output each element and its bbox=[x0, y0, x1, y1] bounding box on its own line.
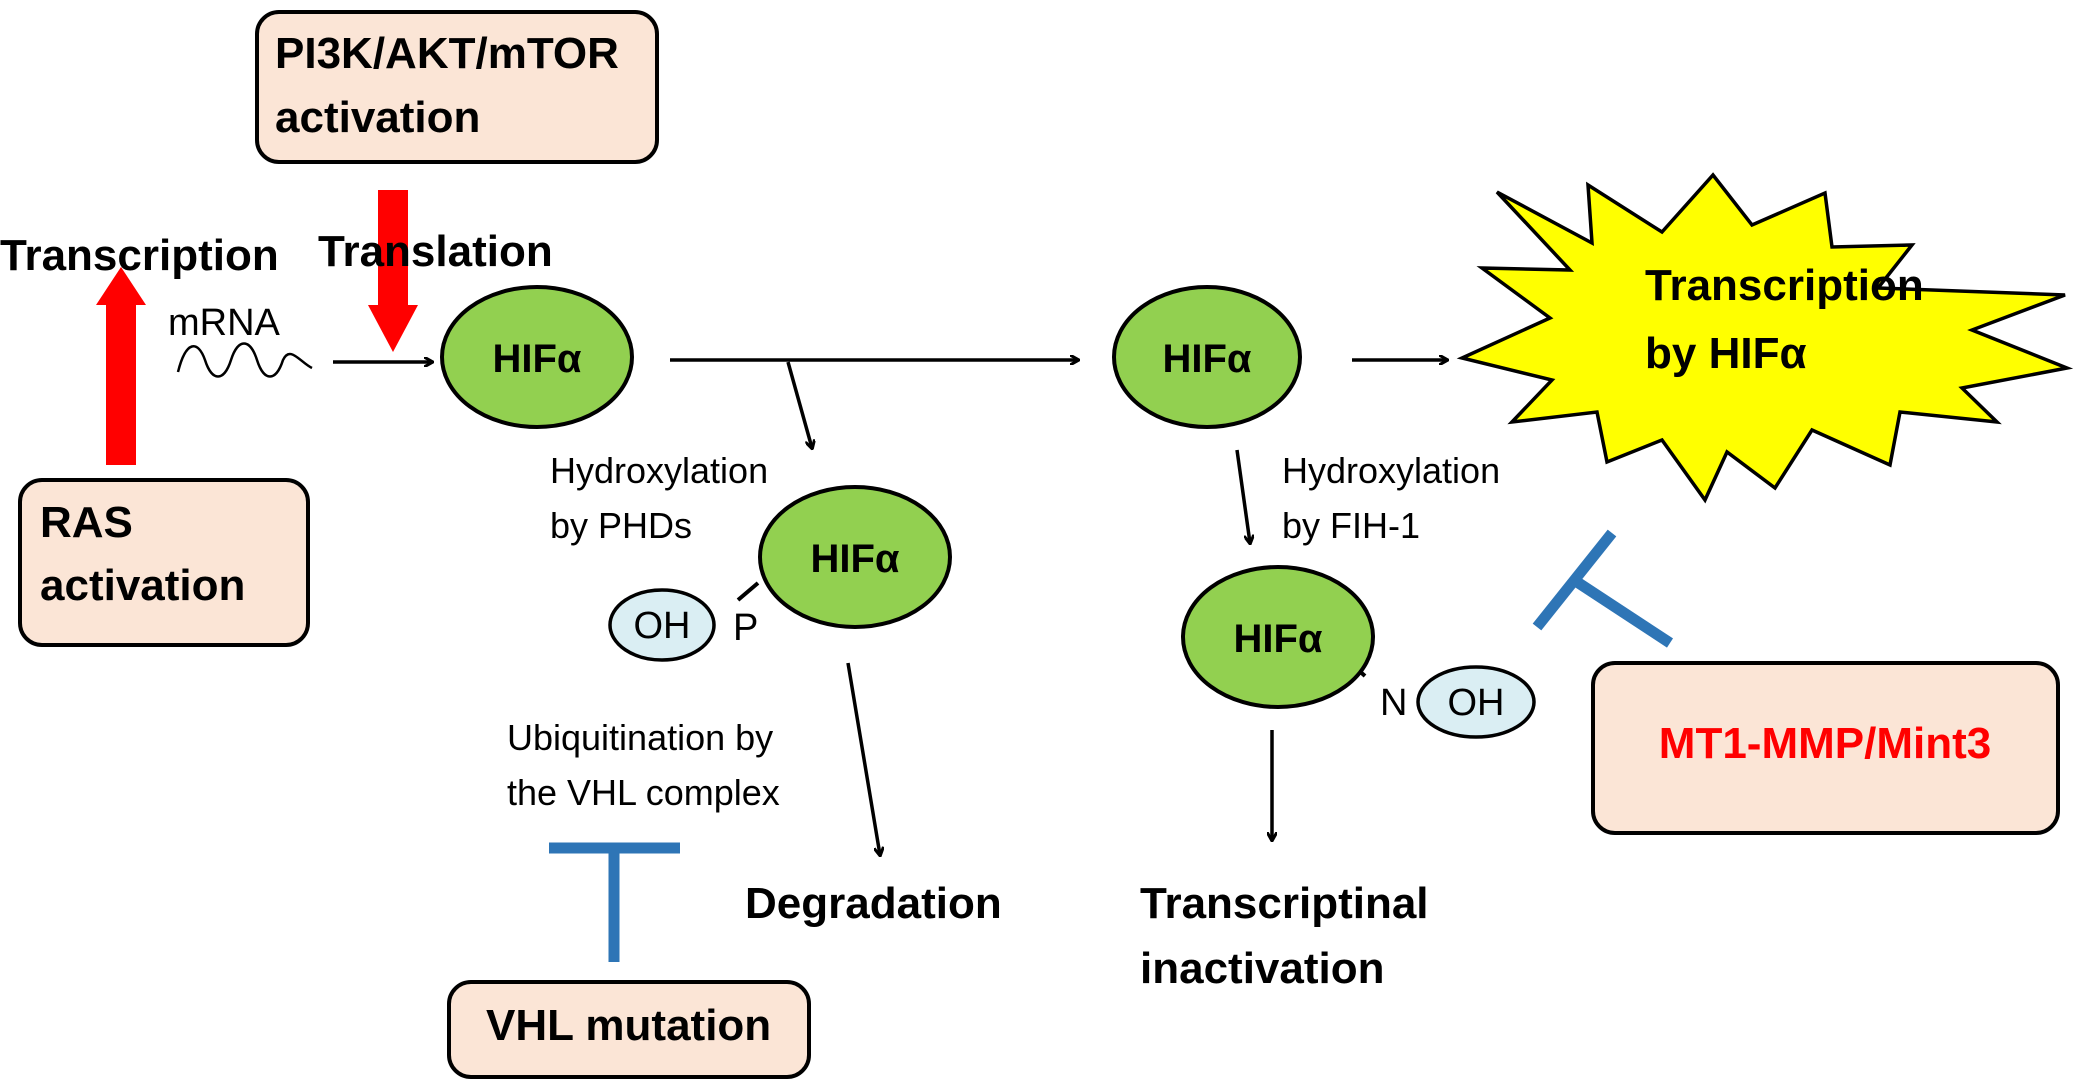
vhl-mutation-box: VHL mutation bbox=[447, 980, 811, 1079]
hif-label: HIFα bbox=[1233, 617, 1322, 661]
hif-node-phd: HIFα OH P bbox=[608, 485, 952, 662]
hif-label: HIFα bbox=[810, 537, 899, 581]
hydroxylation-phd-line1: Hydroxylation bbox=[550, 450, 768, 491]
mt1-mmp-mint3-label: MT1-MMP/Mint3 bbox=[1659, 719, 1991, 768]
ubiquitination-line1: Ubiquitination by bbox=[507, 717, 773, 758]
ras-label-line1: RAS bbox=[40, 498, 133, 547]
mt1-mmp-mint3-box: MT1-MMP/Mint3 bbox=[1591, 661, 2060, 835]
oh-group-fih bbox=[1416, 665, 1536, 739]
arrow-hydroxylation-phd bbox=[786, 361, 812, 448]
inactivation-line1: Transcriptinal bbox=[1140, 879, 1429, 928]
pi3k-box: PI3K/AKT/mTOR activation bbox=[255, 10, 659, 164]
burst-label-line2: by HIFα bbox=[1645, 329, 1807, 378]
red-arrow-translation bbox=[368, 190, 418, 352]
pi3k-label-line2: activation bbox=[275, 93, 480, 142]
mrna-label: mRNA bbox=[168, 302, 281, 344]
hydroxylation-phd-line2: by PHDs bbox=[550, 505, 692, 546]
vhl-inhibitor-bar bbox=[549, 842, 680, 962]
pi3k-label-line1: PI3K/AKT/mTOR bbox=[275, 29, 619, 78]
hif-node-fih: HIFα OH N bbox=[1181, 565, 1536, 739]
hydroxylation-fih-line2: by FIH-1 bbox=[1282, 505, 1420, 546]
degradation-label: Degradation bbox=[745, 879, 1002, 928]
n-label: N bbox=[1380, 682, 1407, 724]
oh-label: OH bbox=[634, 605, 691, 647]
arrow-hydroxylation-fih bbox=[1235, 449, 1250, 543]
oh-label: OH bbox=[1448, 682, 1505, 724]
hif-node-1: HIFα bbox=[440, 285, 634, 429]
transcription-label: Transcription bbox=[0, 231, 279, 280]
hif-label: HIFα bbox=[492, 337, 581, 381]
translation-label: Translation bbox=[318, 227, 553, 276]
oh-group-phd bbox=[608, 588, 716, 662]
hydroxylation-fih-line1: Hydroxylation bbox=[1282, 450, 1500, 491]
inactivation-line2: inactivation bbox=[1140, 944, 1385, 993]
ras-box: RAS activation bbox=[18, 478, 310, 647]
ubiquitination-line2: the VHL complex bbox=[507, 772, 780, 813]
vhl-mutation-label: VHL mutation bbox=[486, 1001, 771, 1050]
mt1-inhibitor-bar bbox=[1532, 529, 1674, 648]
ras-label-line2: activation bbox=[40, 561, 245, 610]
arrow-to-degradation bbox=[846, 662, 880, 855]
burst-label-line1: Transcription bbox=[1645, 261, 1924, 310]
red-arrow-transcription bbox=[96, 267, 146, 465]
hif-label: HIFα bbox=[1162, 337, 1251, 381]
hif-node-2: HIFα bbox=[1112, 285, 1302, 429]
mrna-squiggle bbox=[176, 342, 313, 378]
transcription-by-hif-burst: Transcription by HIFα bbox=[1456, 172, 2074, 504]
p-label: P bbox=[733, 607, 758, 649]
